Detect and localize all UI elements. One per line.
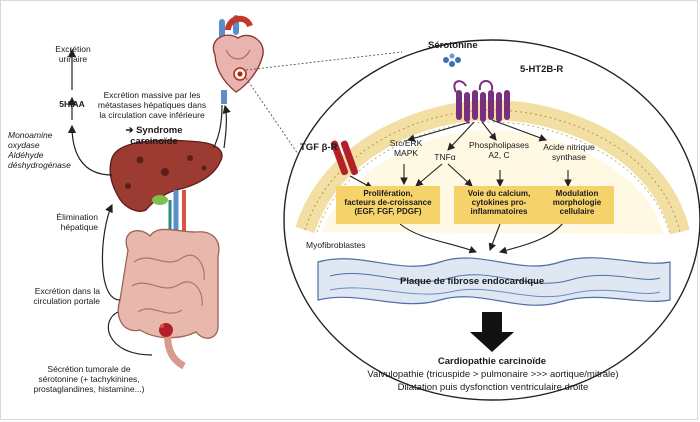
tumor-secretion-label: Sécrétion tumorale de sérotonine (+ tach… [33,364,145,395]
calcium-pathway-box: Voie du calcium, cytokines pro- inflamma… [454,186,544,224]
intestine-icon [117,228,220,370]
big-down-arrow-icon [470,312,514,352]
urinary-excretion-label: Excrétion urinaire [55,44,91,65]
left-flow-arrows [67,48,231,356]
heart-icon [212,15,264,104]
liver-icon [109,139,223,212]
massive-excretion-label: Excrétion massive par les métastases hép… [97,90,207,121]
receptor-5ht2b-label: 5-HT2B-R [520,64,564,75]
5hiaa-label: 5HIAA [59,99,85,109]
receptor-5ht2b-icon [453,80,510,122]
plaque-label: Plaque de fibrose endocardique [400,276,545,287]
serotonin-label: Sérotonine [428,40,478,51]
src-erk-label: Src/ERK MAPK [389,138,423,159]
portal-excretion-label: Excrétion dans la circulation portale [33,286,100,307]
fibrosis-band [317,257,671,306]
syndrome-label: ➔ Syndrome carcinoïde [125,125,183,148]
valvulopathy-line: Valvulopathie (tricuspide > pulmonaire >… [367,369,619,380]
nitric-oxide-label: Acide nitrique synthase [543,142,595,163]
dilatation-line: Dilatation puis dysfonction ventriculair… [397,382,589,393]
signaling-arrows [349,119,572,255]
serotonin-molecules-icon [443,53,461,67]
proliferation-box: Prolifération, facteurs de-croissance (E… [336,186,440,224]
tnf-label: TNFα [434,152,456,162]
myofibroblasts-label: Myofibroblastes [306,240,366,250]
cardiopathy-title: Cardiopathie carcinoïde [437,356,547,367]
hepatic-elimination-label: Élimination hépatique [56,212,98,233]
tgf-receptor-label: TGF β-R [300,142,338,153]
tgf-beta-receptor-icon [330,140,359,176]
enzyme-label: Monoamine oxydase Aldéhyde déshydrogénas… [8,130,71,171]
phospholipases-label: Phospholipases A2, C [468,140,529,161]
modulation-box: Modulation morphologie cellulaire [540,186,614,224]
